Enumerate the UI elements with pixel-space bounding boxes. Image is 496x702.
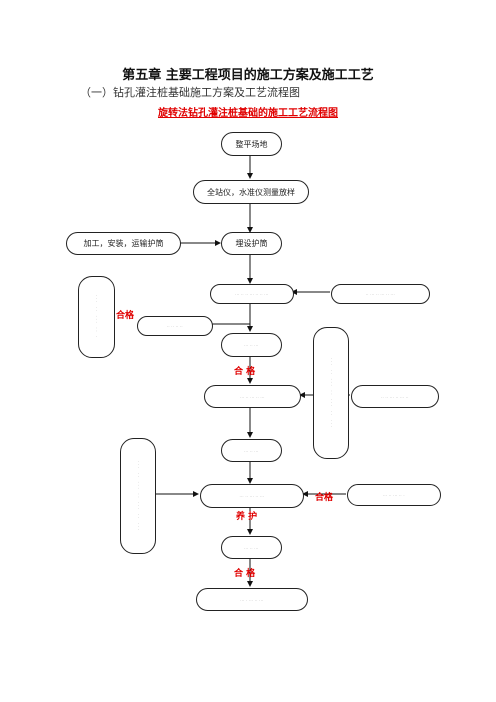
- flow-side-label: ··· ·· ··· ·· ··· ·· ···: [136, 460, 141, 532]
- flow-step-label: ··· ·· ··· ·· ···: [239, 494, 265, 498]
- flow-step-6: ··· ·· ···: [221, 333, 282, 357]
- flow-step-8: ··· ·· ···: [221, 439, 282, 462]
- flow-step-label: ·· ·· ··· ·· ··· ··: [381, 394, 409, 399]
- flow-step-label: ·· ··· ·· ··· ·· ···: [365, 292, 396, 296]
- chapter-title: 第五章 主要工程项目的施工方案及施工工艺: [122, 68, 374, 83]
- flow-step-9: ··· ·· ··· ·· ···: [200, 484, 304, 508]
- ok-label-1: 合格: [116, 311, 135, 321]
- flow-step-label: ··· ·· ···: [244, 545, 259, 550]
- flow-step-level-site: 整平场地: [221, 132, 282, 156]
- curing-label: 养 护: [236, 512, 258, 522]
- ok-label-2: 合 格: [234, 367, 256, 377]
- flow-step-7-side: ·· ·· ··· ·· ··· ··: [351, 385, 439, 408]
- flow-step-label: 全站仪，水准仪测量放样: [207, 187, 295, 197]
- flow-side-box-left-3: ··· ·· ··· ·· ··· ·· ···: [120, 438, 156, 554]
- flow-step-5-small: ·· ·· ·· ··: [137, 316, 213, 336]
- flowchart-title: 旋转法钻孔灌注桩基础的施工工艺流程图: [158, 108, 338, 119]
- flow-side-box-right-2: ··· ·· ··· ·· ··· ·· ···: [313, 327, 349, 459]
- flow-step-4-side: ·· ··· ·· ··· ·· ···: [331, 284, 430, 304]
- flow-step-label: ·· ·· ·· ··: [167, 324, 183, 328]
- flow-step-label: 加工，安装，运输护筒: [83, 239, 164, 248]
- flow-step-label: ··· ·· ···: [244, 448, 259, 453]
- ok-label-4: 合 格: [234, 569, 256, 579]
- ok-label-3: 合格: [315, 493, 334, 503]
- flow-step-label: ··· ·· ··· ·· ···: [240, 394, 265, 399]
- flow-step-4: ··· ·· ·· ··· ·· ·· ···: [210, 284, 294, 304]
- flow-step-label: ··· ·· ··· ·· ·: [383, 493, 405, 497]
- flow-step-9-side: ··· ·· ··· ·· ·: [347, 484, 441, 506]
- flow-step-label: 埋设护筒: [235, 239, 268, 248]
- flow-step-label: 整平场地: [235, 139, 268, 149]
- flow-step-survey: 全站仪，水准仪测量放样: [193, 180, 309, 204]
- flow-step-11: ··· · ··· ·· ···: [196, 588, 308, 611]
- flow-step-bury-casing: 埋设护筒: [221, 232, 282, 255]
- flow-side-box-left-1: ··· ·· ··· ·· ·: [78, 276, 115, 358]
- section-title: （一）钻孔灌注桩基础施工方案及工艺流程图: [80, 86, 300, 99]
- flow-step-10: ··· ·· ···: [221, 536, 282, 559]
- flow-step-label: ··· ·· ·· ··· ·· ·· ···: [235, 292, 269, 296]
- flow-step-fabricate-casing: 加工，安装，运输护筒: [66, 232, 181, 255]
- flow-side-label: ··· ·· ··· ·· ··· ·· ···: [329, 357, 334, 429]
- flow-step-label: ··· ·· ···: [244, 343, 259, 347]
- flow-side-label: ··· ·· ··· ·· ·: [95, 294, 99, 340]
- flow-step-7: ··· ·· ··· ·· ···: [204, 385, 301, 408]
- flow-step-label: ··· · ··· ·· ···: [240, 597, 264, 602]
